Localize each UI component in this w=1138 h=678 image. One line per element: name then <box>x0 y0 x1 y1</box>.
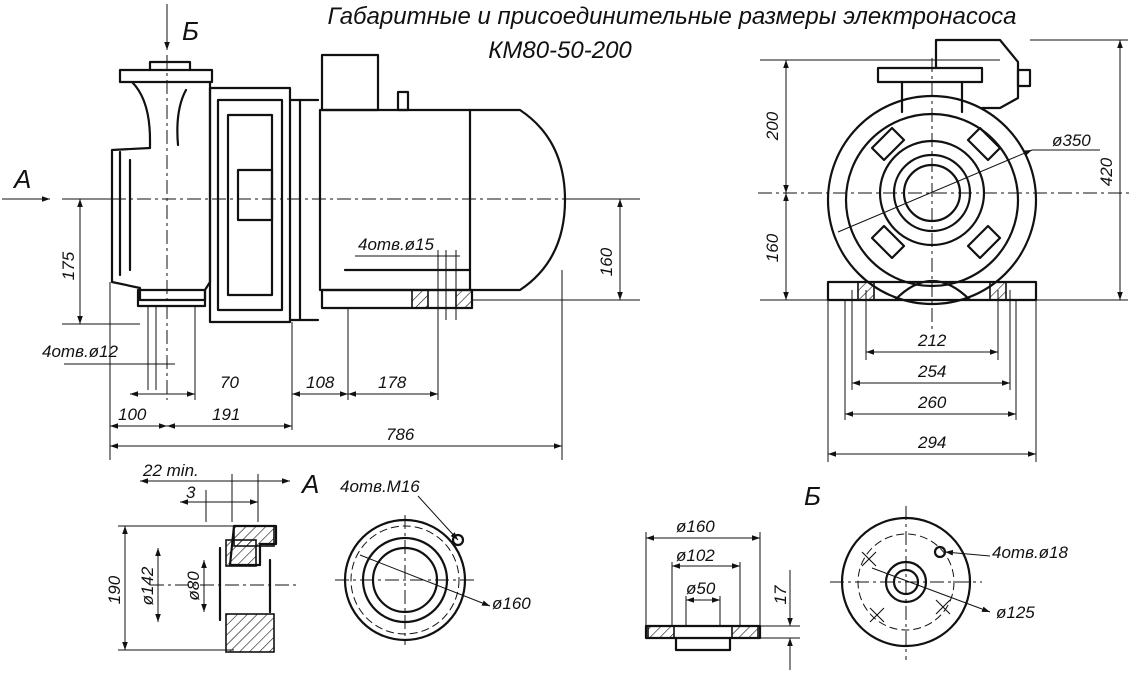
coupling-window <box>216 98 284 312</box>
flange-boss <box>148 60 192 72</box>
d350-leader <box>837 149 1033 233</box>
front-view: Б А 175 <box>2 4 640 460</box>
dim-3: 3 <box>186 483 196 502</box>
dim-108: 108 <box>306 373 335 392</box>
cover-ring <box>878 139 986 247</box>
lifting-eye <box>396 90 410 112</box>
shaft-coupling <box>236 168 274 222</box>
dim-178: 178 <box>378 373 407 392</box>
volute-inner <box>844 112 1020 288</box>
view-b-label: Б <box>182 16 199 46</box>
dim-260: 260 <box>917 393 947 412</box>
hub-outer <box>892 153 972 233</box>
dim-b-d102: ø102 <box>676 546 715 565</box>
dim-191: 191 <box>212 405 240 424</box>
side-view: ø350 200 160 420 212 254 260 294 <box>758 38 1130 462</box>
section-a-label: А <box>300 469 319 499</box>
volute-outer <box>826 94 1038 306</box>
discharge-neck <box>900 80 964 114</box>
dim-160: 160 <box>597 247 616 276</box>
title-line-2: КМ80-50-200 <box>488 37 632 64</box>
dim-70: 70 <box>220 373 239 392</box>
view-a: А 22 min. 3 190 ø142 ø80 4отв.М16 <box>105 461 531 653</box>
b-spigot <box>674 636 732 652</box>
dim-b-d50: ø50 <box>686 579 716 598</box>
dim-786: 786 <box>386 425 415 444</box>
holes-18-leader <box>944 549 991 557</box>
dim-b-17: 17 <box>771 585 790 604</box>
d125-leader <box>871 567 991 613</box>
dim-190: 190 <box>105 575 124 604</box>
dim-100: 100 <box>118 405 147 424</box>
boss-plug <box>1016 68 1032 88</box>
dim-b-d125: ø125 <box>996 603 1035 622</box>
dim-side-160: 160 <box>763 233 782 262</box>
foot-hole-section-2 <box>455 289 473 309</box>
section-b-label: Б <box>804 481 821 511</box>
dim-b-d160: ø160 <box>676 517 715 536</box>
coupling-housing <box>208 86 292 324</box>
holes-15-label: 4отв.ø15 <box>358 235 435 254</box>
hub-inner <box>902 163 962 223</box>
view-b: Б ø160 ø102 ø50 17 4отв.ø18 ø <box>644 481 1069 670</box>
b-hole-marks <box>861 551 951 623</box>
dim-175: 175 <box>59 251 78 280</box>
a-hatch-top-2 <box>225 539 257 567</box>
holes-m16-leader <box>417 495 459 541</box>
dim-22min: 22 min. <box>142 461 199 480</box>
a-bore <box>218 546 272 622</box>
dim-d142: ø142 <box>138 566 157 605</box>
d160-leader <box>359 554 491 607</box>
holes-18-label: 4отв.ø18 <box>992 543 1069 562</box>
holes-12-label: 4отв.ø12 <box>42 342 119 361</box>
coupling-inner <box>226 113 274 297</box>
cover-lugs <box>870 126 1002 260</box>
casing-details <box>118 88 188 277</box>
dim-212: 212 <box>917 331 947 350</box>
motor-foot <box>320 288 474 310</box>
b-hatch-2 <box>731 625 759 639</box>
pump-foot <box>136 288 207 308</box>
discharge-flange <box>876 66 984 84</box>
view-a-label: А <box>12 164 31 194</box>
a-bolt-hole <box>451 533 465 547</box>
holes-m16-label: 4отв.М16 <box>340 477 420 496</box>
dim-d80: ø80 <box>184 571 203 601</box>
dim-254: 254 <box>917 362 946 381</box>
a-hatch-bottom <box>225 613 275 653</box>
motor-body <box>318 108 567 292</box>
title-line-1: Габаритные и присоединительные размеры э… <box>327 3 1016 30</box>
dim-d350: ø350 <box>1052 131 1091 150</box>
pump-casing <box>110 80 212 302</box>
dim-200: 200 <box>763 111 782 141</box>
terminal-box <box>320 53 380 112</box>
foot-hole-section-1 <box>411 289 429 309</box>
dim-420: 420 <box>1097 157 1116 186</box>
b-hatch-1 <box>647 625 675 639</box>
suction-flange <box>118 68 214 84</box>
dim-a-d160: ø160 <box>492 594 531 613</box>
dim-294: 294 <box>917 433 946 452</box>
